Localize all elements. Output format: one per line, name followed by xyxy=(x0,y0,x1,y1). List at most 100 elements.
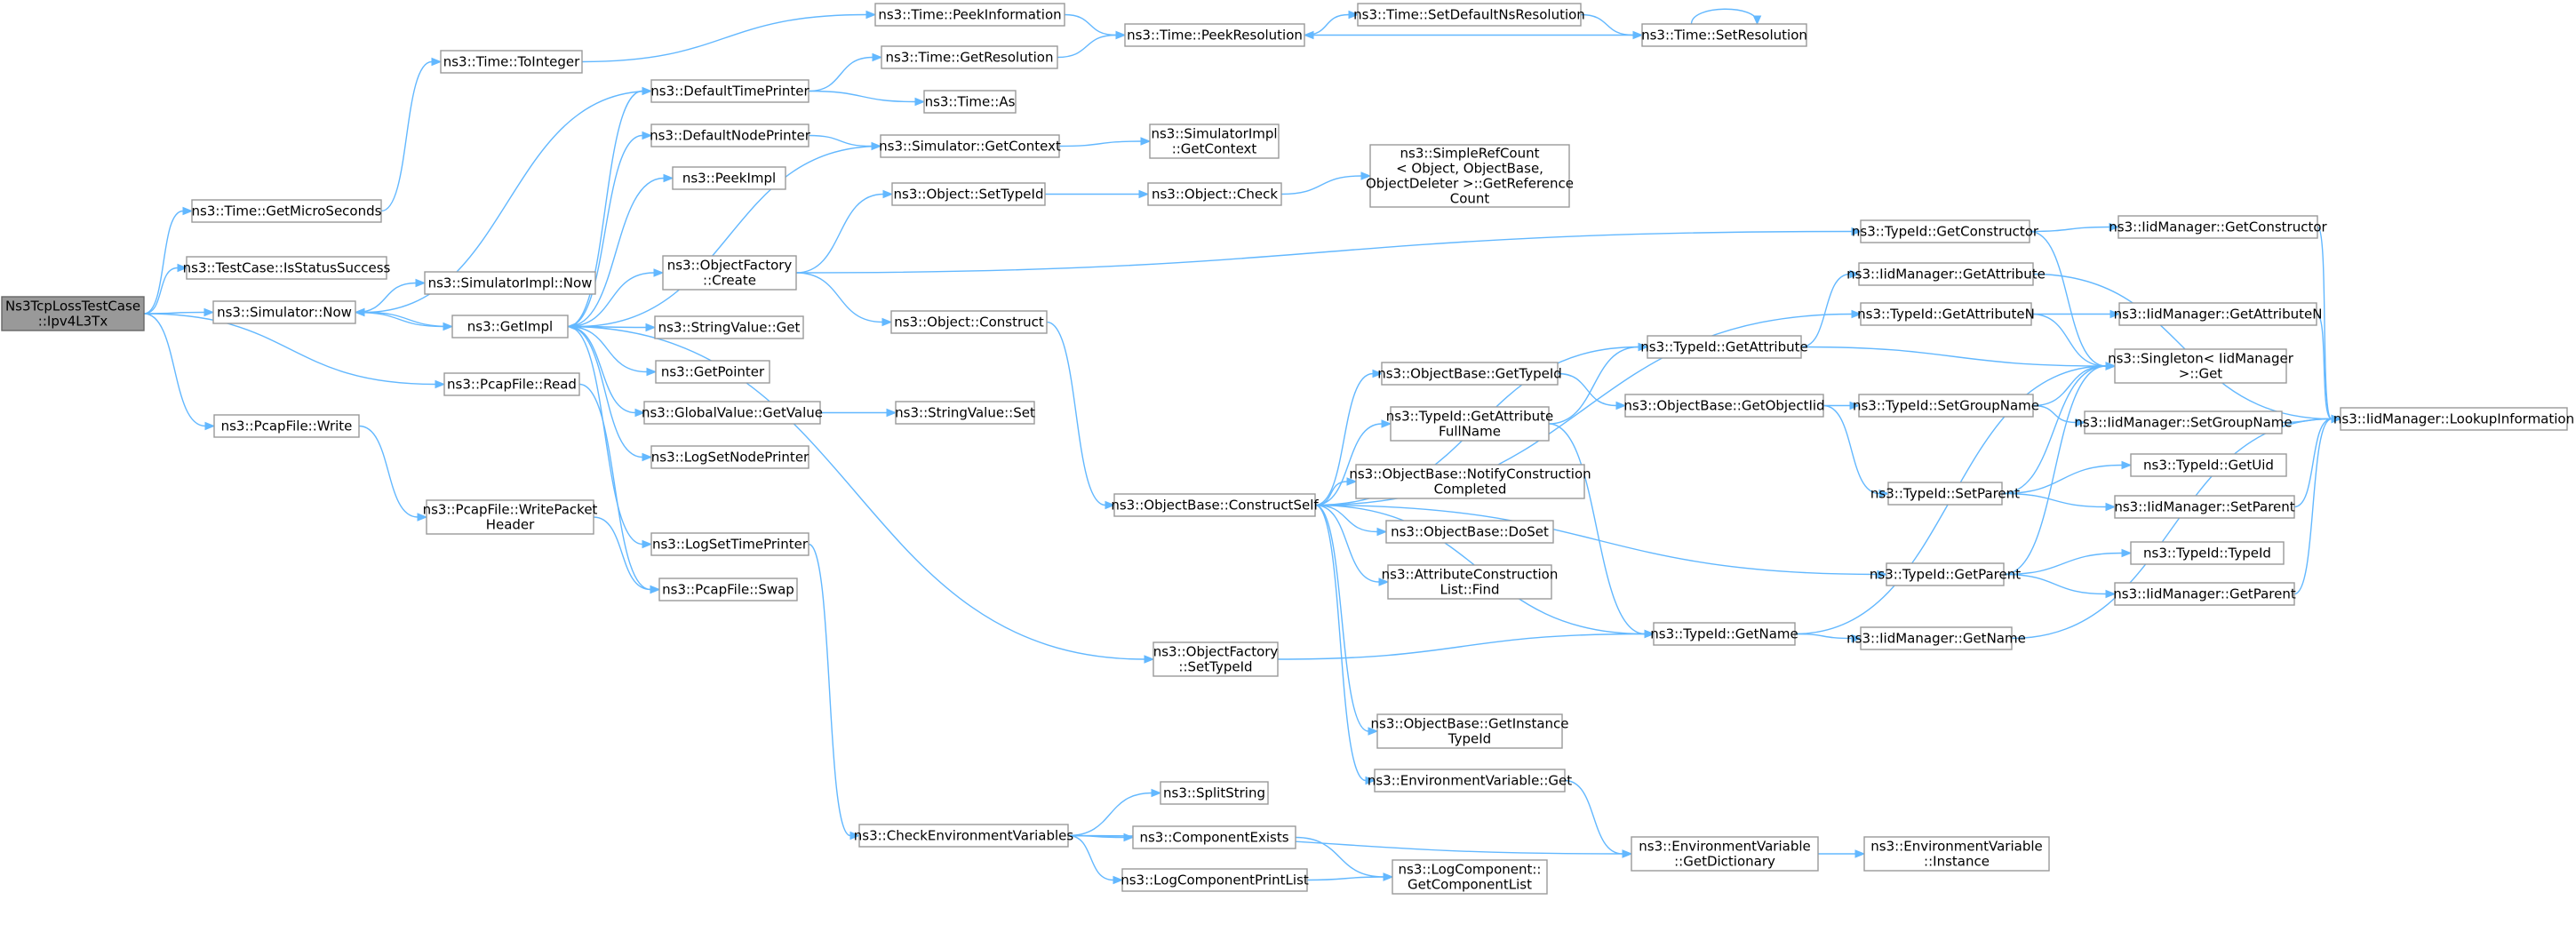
node-root[interactable]: Ns3TcpLossTestCase::Ipv4L3Tx xyxy=(1,296,145,331)
node-simGetCtx[interactable]: ns3::Simulator::GetContext xyxy=(879,134,1061,158)
node-objBaseNotify[interactable]: ns3::ObjectBase::NotifyConstructionCompl… xyxy=(1349,464,1591,499)
node-tidGetAttr[interactable]: ns3::TypeId::GetAttribute xyxy=(1640,335,1808,359)
node-objSetTypeId[interactable]: ns3::Object::SetTypeId xyxy=(891,182,1046,206)
node-simImplNow[interactable]: ns3::SimulatorImpl::Now xyxy=(424,271,596,295)
node-logSetNode[interactable]: ns3::LogSetNodePrinter xyxy=(650,445,809,469)
node-tidGetAttrN[interactable]: ns3::TypeId::GetAttributeN xyxy=(1857,302,2035,326)
node-box xyxy=(1149,123,1280,159)
node-label: ns3::IidManager::GetAttributeN xyxy=(2114,307,2323,323)
node-box xyxy=(2084,410,2283,434)
node-iidMgrGetParent[interactable]: ns3::IidManager::GetParent xyxy=(2113,582,2296,606)
node-pcapWrite[interactable]: ns3::PcapFile::Write xyxy=(213,414,360,438)
node-objConstruct[interactable]: ns3::Object::Construct xyxy=(890,310,1048,334)
node-iidMgrGetAttr[interactable]: ns3::IidManager::GetAttribute xyxy=(1846,262,2046,286)
node-label: ns3::Time::PeekResolution xyxy=(1127,28,1303,44)
node-label: ::Create xyxy=(703,273,756,289)
node-strValSet[interactable]: ns3::StringValue::Set xyxy=(895,401,1035,425)
node-box xyxy=(2114,495,2295,519)
node-objBaseGetTypeId[interactable]: ns3::ObjectBase::GetTypeId xyxy=(1377,362,1562,386)
node-tidSetGroupName[interactable]: ns3::TypeId::SetGroupName xyxy=(1853,394,2039,418)
node-envVarGet[interactable]: ns3::EnvironmentVariable::Get xyxy=(1368,769,1572,793)
node-label: ns3::IidManager::GetName xyxy=(1846,631,2026,647)
node-splitString[interactable]: ns3::SplitString xyxy=(1160,781,1269,805)
node-envVarGetDict[interactable]: ns3::EnvironmentVariable::GetDictionary xyxy=(1631,836,1819,872)
node-getResolution[interactable]: ns3::Time::GetResolution xyxy=(881,45,1058,69)
node-label: ns3::SimulatorImpl::Now xyxy=(428,275,593,291)
node-label: ns3::IidManager::SetParent xyxy=(2114,499,2294,515)
node-timeSetRes[interactable]: ns3::Time::SetResolution xyxy=(1641,23,1807,47)
node-tidGetUid[interactable]: ns3::TypeId::GetUid xyxy=(2130,453,2287,477)
node-label: ns3::GetImpl xyxy=(467,319,553,335)
node-objFactSetTypeId[interactable]: ns3::ObjectFactory::SetTypeId xyxy=(1152,641,1279,677)
node-box xyxy=(2117,215,2318,239)
node-tidSetParent[interactable]: ns3::TypeId::SetParent xyxy=(1870,482,2020,506)
node-tidGetConstructor[interactable]: ns3::TypeId::GetConstructor xyxy=(1852,219,2039,243)
node-isStatus[interactable]: ns3::TestCase::IsStatusSuccess xyxy=(183,256,391,280)
node-singletonGet[interactable]: ns3::Singleton< IidManager>::Get xyxy=(2108,348,2294,384)
node-peekImpl[interactable]: ns3::PeekImpl xyxy=(672,166,786,190)
node-tidTypeId[interactable]: ns3::TypeId::TypeId xyxy=(2130,541,2285,565)
node-iidMgrSetParent[interactable]: ns3::IidManager::SetParent xyxy=(2114,495,2295,519)
node-simNow[interactable]: ns3::Simulator::Now xyxy=(212,300,356,324)
node-box xyxy=(2114,348,2287,384)
node-box xyxy=(1357,3,1582,27)
node-pcapSwap[interactable]: ns3::PcapFile::Swap xyxy=(658,578,798,601)
node-defTime[interactable]: ns3::DefaultTimePrinter xyxy=(650,79,810,103)
node-label: ns3::TypeId::GetUid xyxy=(2143,458,2274,474)
node-peekInfo[interactable]: ns3::Time::PeekInformation xyxy=(874,3,1065,27)
edge-objConstruct-to-objBaseConstructSelf xyxy=(1046,321,1116,510)
node-iidMgrSetGroupName[interactable]: ns3::IidManager::SetGroupName xyxy=(2074,410,2293,434)
node-setDefNsRes[interactable]: ns3::Time::SetDefaultNsResolution xyxy=(1353,3,1585,27)
node-gvGetValue[interactable]: ns3::GlobalValue::GetValue xyxy=(642,401,823,425)
node-logCompGetList[interactable]: ns3::LogComponent::GetComponentList xyxy=(1392,859,1548,895)
node-peekRes[interactable]: ns3::Time::PeekResolution xyxy=(1124,23,1305,47)
node-compExists[interactable]: ns3::ComponentExists xyxy=(1132,825,1296,849)
node-iidMgrLookup[interactable]: ns3::IidManager::LookupInformation xyxy=(2333,407,2574,431)
node-objBaseConstructSelf[interactable]: ns3::ObjectBase::ConstructSelf xyxy=(1111,493,1319,517)
node-objCheck[interactable]: ns3::Object::Check xyxy=(1147,182,1282,206)
node-logSetTime[interactable]: ns3::LogSetTimePrinter xyxy=(650,532,809,556)
node-objFactCreate[interactable]: ns3::ObjectFactory::Create xyxy=(662,255,797,291)
node-tidGetParent[interactable]: ns3::TypeId::GetParent xyxy=(1870,562,2021,586)
node-box xyxy=(2130,541,2285,565)
node-defNode[interactable]: ns3::DefaultNodePrinter xyxy=(650,123,811,147)
node-box xyxy=(1,296,145,331)
node-getMicro[interactable]: ns3::Time::GetMicroSeconds xyxy=(191,199,382,223)
node-checkEnv[interactable]: ns3::CheckEnvironmentVariables xyxy=(854,824,1074,848)
node-logCompPrint[interactable]: ns3::LogComponentPrintList xyxy=(1121,868,1309,892)
edge-objFactCreate-to-objSetTypeId xyxy=(795,189,894,274)
node-pcapRead[interactable]: ns3::PcapFile::Read xyxy=(443,372,580,396)
node-tidGetName[interactable]: ns3::TypeId::GetName xyxy=(1650,622,1798,646)
node-objBaseGetObjTid[interactable]: ns3::ObjectBase::GetObjectIid xyxy=(1623,394,1825,418)
node-iidMgrGetConstructor[interactable]: ns3::IidManager::GetConstructor xyxy=(2109,215,2328,239)
node-label: FullName xyxy=(1439,424,1501,440)
node-box xyxy=(1887,482,2003,506)
node-box xyxy=(895,401,1035,425)
node-envVarInstance[interactable]: ns3::EnvironmentVariable::Instance xyxy=(1863,836,2050,872)
node-strValGet[interactable]: ns3::StringValue::Get xyxy=(654,315,804,339)
node-box xyxy=(1369,144,1570,208)
node-box xyxy=(654,315,804,339)
edge-tidGetAttr-to-singletonGet xyxy=(1800,346,2117,370)
node-getPointer[interactable]: ns3::GetPointer xyxy=(655,360,770,384)
node-simpleRefCount[interactable]: ns3::SimpleRefCount< Object, ObjectBase,… xyxy=(1366,144,1574,208)
node-label: Count xyxy=(1450,191,1490,207)
node-label: ::Instance xyxy=(1924,854,1990,870)
node-timeAs[interactable]: ns3::Time::As xyxy=(923,90,1017,114)
node-box xyxy=(874,3,1065,27)
node-box xyxy=(2118,302,2317,326)
node-label: ObjectDeleter >::GetReference xyxy=(1366,176,1574,192)
node-label: ns3::ObjectFactory xyxy=(1153,644,1279,660)
node-objBaseDoSet[interactable]: ns3::ObjectBase::DoSet xyxy=(1385,520,1554,544)
node-iidMgrGetAttrN[interactable]: ns3::IidManager::GetAttributeN xyxy=(2114,302,2323,326)
node-simImplGetCtx[interactable]: ns3::SimulatorImpl::GetContext xyxy=(1149,123,1280,159)
node-label: ns3::LogComponent:: xyxy=(1399,862,1542,878)
node-box xyxy=(1858,262,2034,286)
node-iidMgrGetName[interactable]: ns3::IidManager::GetName xyxy=(1846,626,2026,650)
node-toInteger[interactable]: ns3::Time::ToInteger xyxy=(440,50,583,74)
node-getImpl[interactable]: ns3::GetImpl xyxy=(451,315,569,339)
